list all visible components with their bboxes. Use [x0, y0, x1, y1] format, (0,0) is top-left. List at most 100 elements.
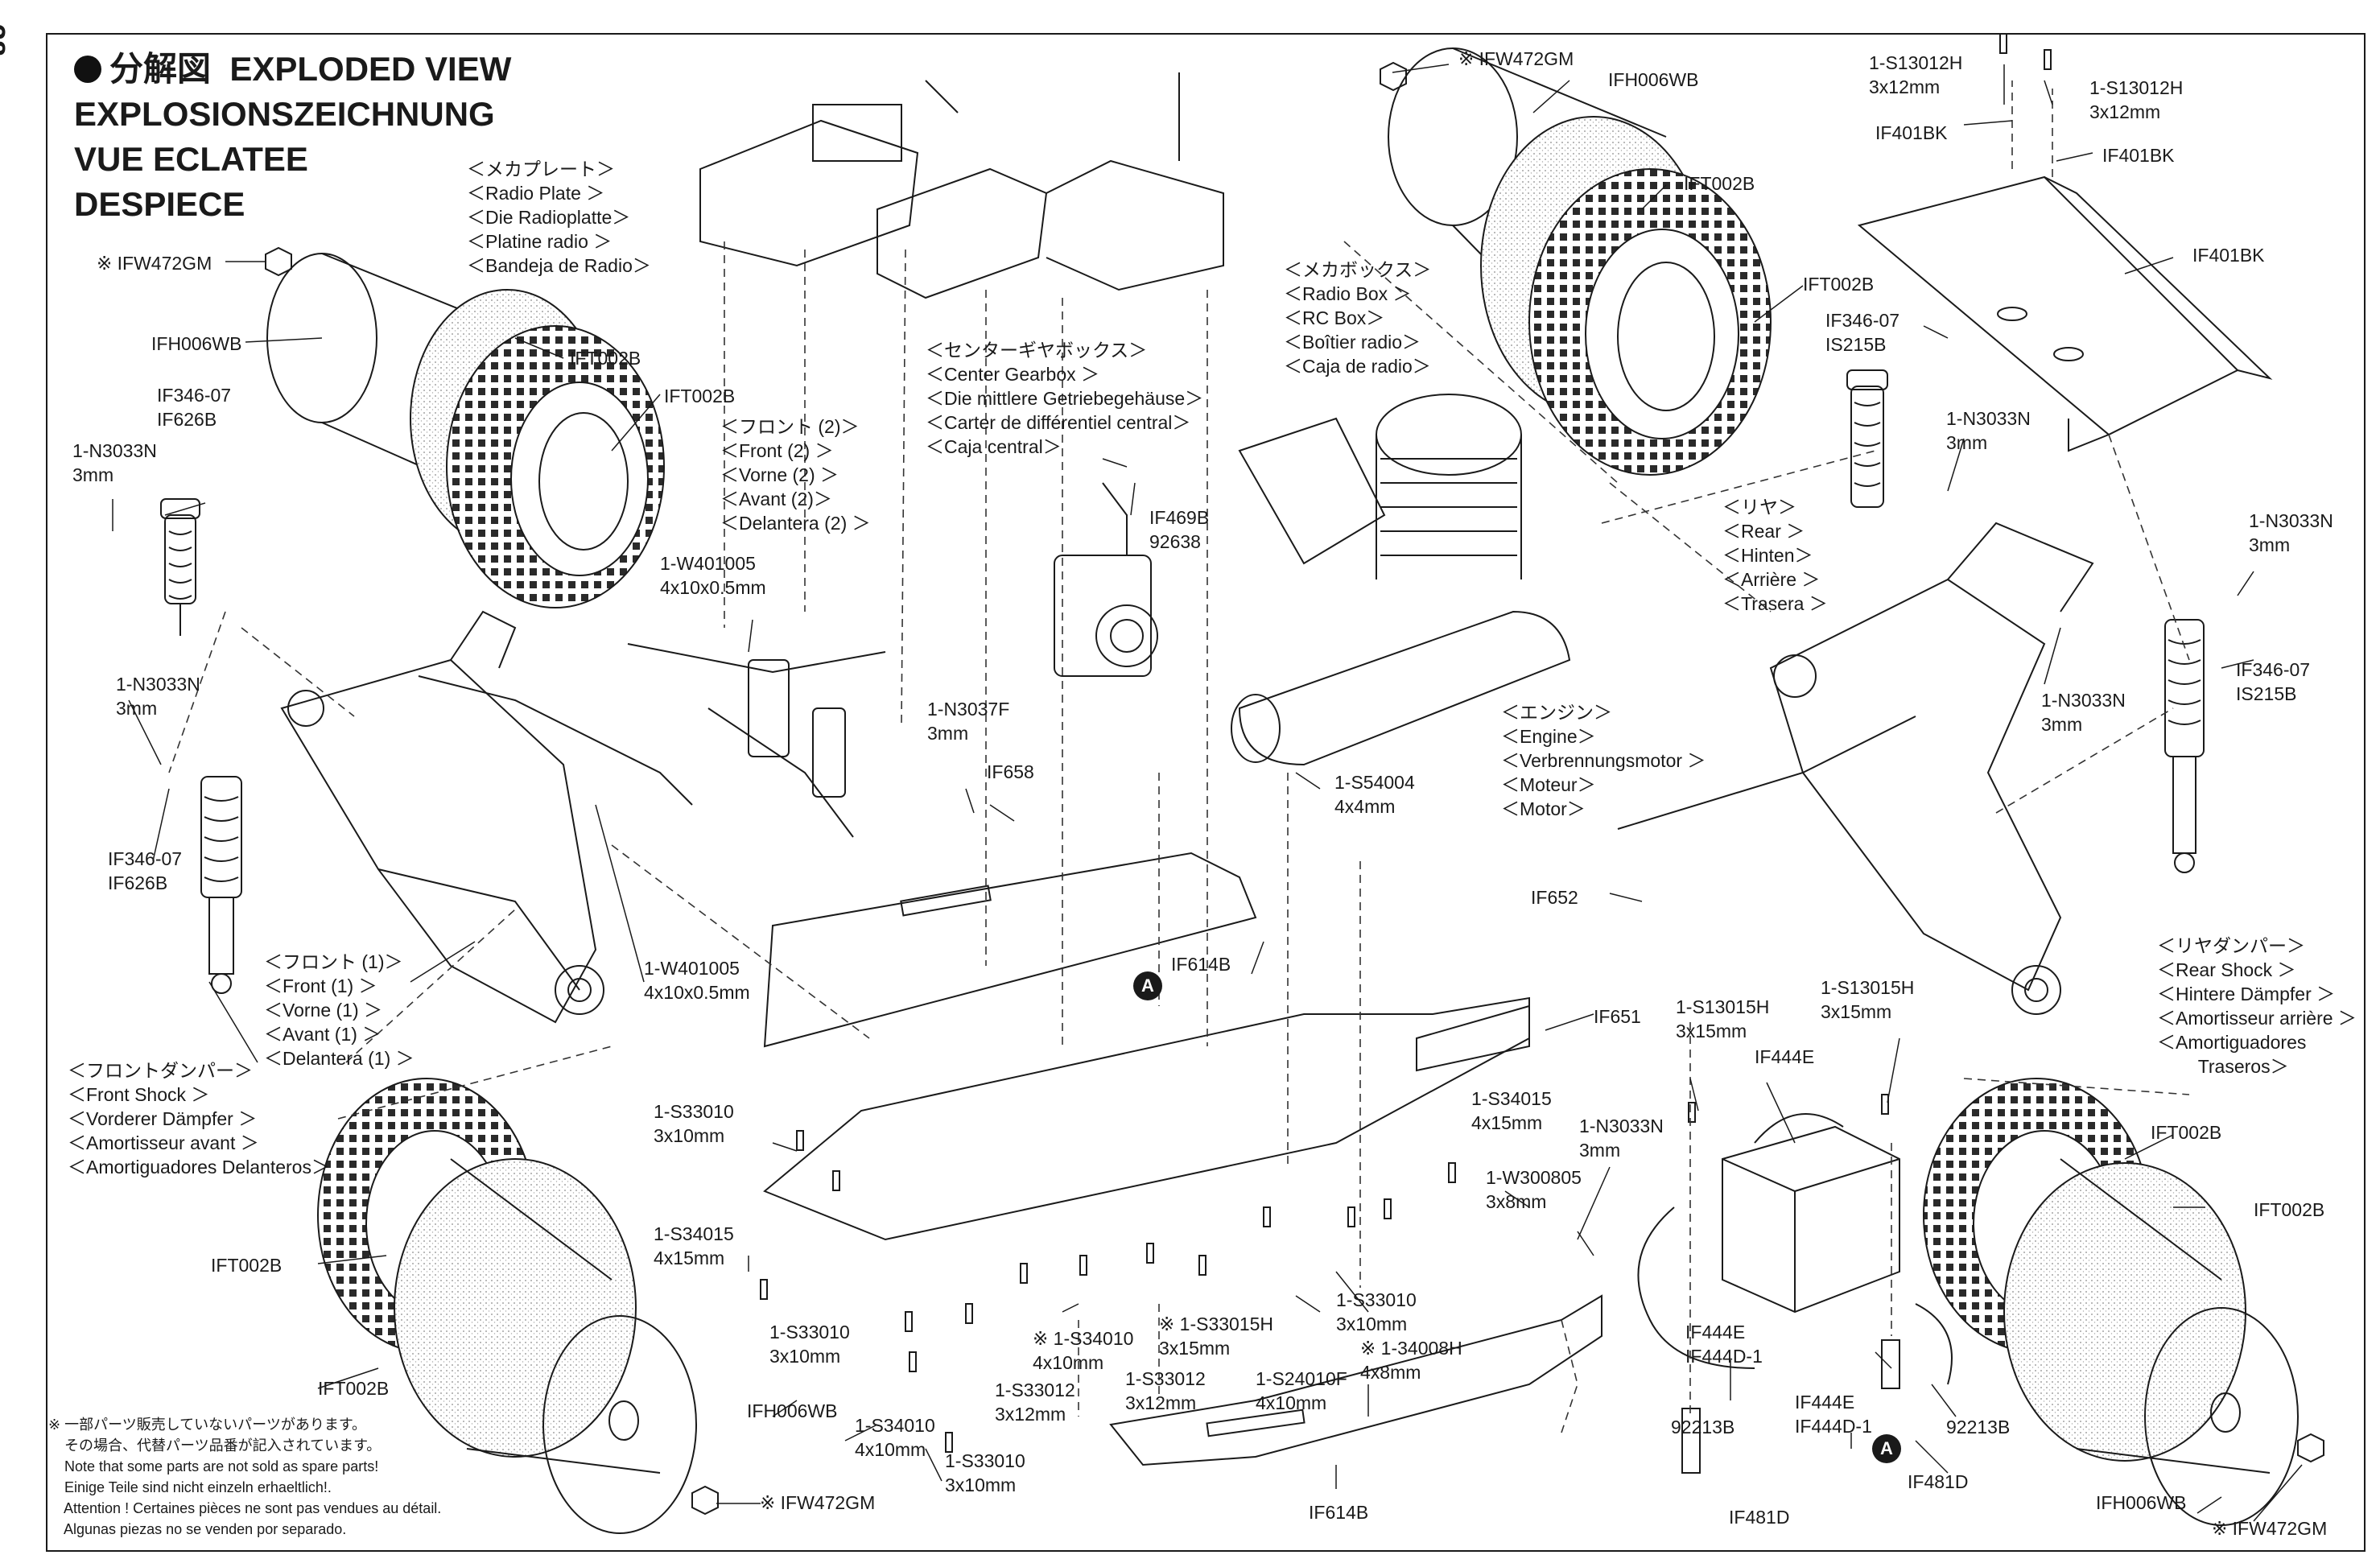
label-rear-shock: ＜リヤダンパー＞ ＜Rear Shock ＞ ＜Hintere Dämpfer … [2157, 935, 2357, 1077]
front-suspension-assembly [280, 610, 693, 1024]
label-n3033n: 1-N3033N 3mm [1946, 408, 2031, 453]
label-if469b-92638: IF469B 92638 [1149, 507, 1210, 552]
label-ift002b: IFT002B [2151, 1122, 2222, 1143]
footnote-line: Einige Teile sind nicht einzeln erhaeltl… [48, 1479, 332, 1495]
label-ifh006wb: IFH006WB [151, 333, 242, 354]
shock-front-upper [160, 498, 200, 636]
label-ifw472gm: ※ IFW472GM [760, 1492, 876, 1513]
label-if444e: IF444E [1755, 1046, 1815, 1067]
footnote-line: Note that some parts are not sold as spa… [48, 1458, 379, 1474]
title-line-1: 分解図 EXPLODED VIEW [109, 50, 512, 88]
label-s24010f: 1-S24010F 4x10mm [1256, 1368, 1347, 1413]
label-n3033n: 1-N3033N 3mm [72, 440, 157, 485]
label-s13015h: 1-S13015H 3x15mm [1821, 977, 1915, 1022]
assembly-marker-a: A [1133, 971, 1162, 1000]
title-line-3: VUE ECLATEE [74, 140, 308, 178]
label-front-1: ＜フロント (1)＞ ＜Front (1) ＞ ＜Vorne (1) ＞ ＜Av… [264, 951, 415, 1069]
tire-top-left [266, 253, 665, 608]
label-if346-07-is215b: IF346-07 IS215B [1825, 310, 1900, 355]
label-s33010: 1-S33010 3x10mm [945, 1450, 1025, 1495]
label-s33010: 1-S33010 3x10mm [654, 1101, 734, 1146]
rear-suspension-assembly [1617, 522, 2094, 1015]
label-w401005: 1-W401005 4x10x0.5mm [660, 553, 766, 598]
fuel-hose-92213b-a [1637, 1206, 1755, 1369]
label-n3033n: 1-N3033N 3mm [116, 674, 200, 719]
label-s13012h: 1-S13012H 3x12mm [1869, 52, 1963, 97]
label-ifh006wb: IFH006WB [1608, 69, 1699, 90]
standoff-if481d-b [1881, 1339, 1900, 1389]
main-chassis-plate [763, 996, 1530, 1241]
label-if481d: IF481D [1729, 1507, 1790, 1528]
label-if481d: IF481D [1908, 1471, 1969, 1492]
label-ift002b: IFT002B [1803, 274, 1875, 295]
wheel-nut-bottom-right [2297, 1433, 2324, 1463]
label-s13012h: 1-S13012H 3x12mm [2089, 77, 2184, 122]
title-line-4: DESPIECE [74, 185, 245, 223]
label-n3033n: 1-N3033N 3mm [2041, 690, 2126, 735]
center-gearbox-part [1054, 482, 1158, 677]
upper-deck-if614b [763, 852, 1257, 1048]
label-ifw472gm: ※ IFW472GM [2212, 1518, 2328, 1539]
label-s34008h: ※ 1-34008H 4x8mm [1360, 1338, 1462, 1383]
label-if658: IF658 [987, 761, 1034, 782]
label-92213b: 92213B [1671, 1417, 1735, 1437]
engine-part [1231, 394, 1571, 766]
label-s34015: 1-S34015 4x15mm [654, 1223, 734, 1268]
assembly-marker-a: A [1872, 1434, 1901, 1463]
footnote: ※ 一部パーツ販売していないパーツがあります。 その場合、代替パーツ品番が記入さ… [48, 1414, 441, 1540]
label-if614b: IF614B [1309, 1502, 1369, 1523]
label-if401bk: IF401BK [2192, 245, 2265, 266]
front-steering-assembly [627, 643, 886, 838]
label-if614b: IF614B [1171, 954, 1231, 975]
wheel-nut-top-center [1380, 61, 1407, 92]
label-s33010: 1-S33010 3x10mm [769, 1322, 850, 1367]
label-engine: ＜エンジン＞ ＜Engine＞ ＜Verbrennungsmotor ＞ ＜Mo… [1501, 702, 1706, 819]
footnote-line: その場合、代替パーツ品番が記入されています。 [48, 1437, 382, 1454]
label-s34015: 1-S34015 4x15mm [1471, 1088, 1552, 1133]
label-if444e-if444d-1: IF444E IF444D-1 [1685, 1322, 1763, 1367]
footnote-line: Attention ! Certaines pièces ne sont pas… [48, 1500, 442, 1516]
footnote-line: Algunas piezas no se venden por separado… [48, 1521, 347, 1537]
label-radio-plate: ＜メカプレート＞ ＜Radio Plate ＞ ＜Die Radioplatte… [467, 159, 651, 276]
label-ift002b: IFT002B [211, 1255, 283, 1276]
tire-top-center [1388, 47, 1772, 476]
label-ift002b: IFT002B [664, 386, 736, 406]
label-s33012: 1-S33012 3x12mm [995, 1380, 1075, 1425]
label-center-gearbox: ＜センターギヤボックス＞ ＜Center Gearbox ＞ ＜Die mitt… [926, 340, 1204, 457]
label-n3037f: 1-N3037F 3mm [927, 699, 1010, 744]
page-border [46, 33, 2366, 1552]
label-if401bk: IF401BK [2102, 145, 2175, 166]
label-if651: IF651 [1594, 1006, 1641, 1027]
label-if346-07-if626b: IF346-07 IF626B [157, 385, 232, 430]
label-if346-07-if626b: IF346-07 IF626B [108, 848, 183, 893]
label-s13015h: 1-S13015H 3x15mm [1676, 996, 1770, 1041]
shock-rear-lower [2164, 619, 2205, 873]
page-number: 38 [0, 24, 11, 57]
label-ifh006wb: IFH006WB [747, 1400, 838, 1421]
label-ift002b: IFT002B [1684, 173, 1755, 194]
footnote-line: ※ 一部パーツ販売していないパーツがあります。 [48, 1417, 367, 1433]
label-leader-lines [112, 64, 2303, 1522]
label-s33012: 1-S33012 3x12mm [1125, 1368, 1206, 1413]
standoff-if481d-a [1681, 1408, 1701, 1474]
fuel-hose-92213b-b [1915, 1303, 1953, 1385]
title-bullet-icon [74, 56, 101, 83]
label-92213b: 92213B [1946, 1417, 2011, 1437]
label-n3033n: 1-N3033N 3mm [2249, 510, 2333, 555]
tire-bottom-right [1923, 1078, 2299, 1526]
shock-rear-upper [1846, 369, 1888, 508]
label-ift002b: IFT002B [570, 348, 641, 369]
label-if346-07-is215b: IF346-07 IS215B [2236, 659, 2311, 704]
label-if444e-if444d-1: IF444E IF444D-1 [1795, 1392, 1872, 1437]
assembly-guide-lines [168, 80, 2190, 1433]
label-rear: ＜リヤ＞ ＜Rear ＞ ＜Hinten＞ ＜Arrière ＞ ＜Traser… [1722, 497, 1828, 614]
label-s34010: 1-S34010 4x10mm [855, 1415, 935, 1460]
tire-bottom-left [317, 1078, 697, 1534]
label-if401bk: IF401BK [1875, 122, 1948, 143]
radio-plate-part [699, 80, 959, 267]
label-front-shock: ＜フロントダンパー＞ ＜Front Shock ＞ ＜Vorderer Dämp… [68, 1060, 330, 1177]
screws [760, 33, 2052, 1453]
radio-box-part [877, 72, 1224, 299]
